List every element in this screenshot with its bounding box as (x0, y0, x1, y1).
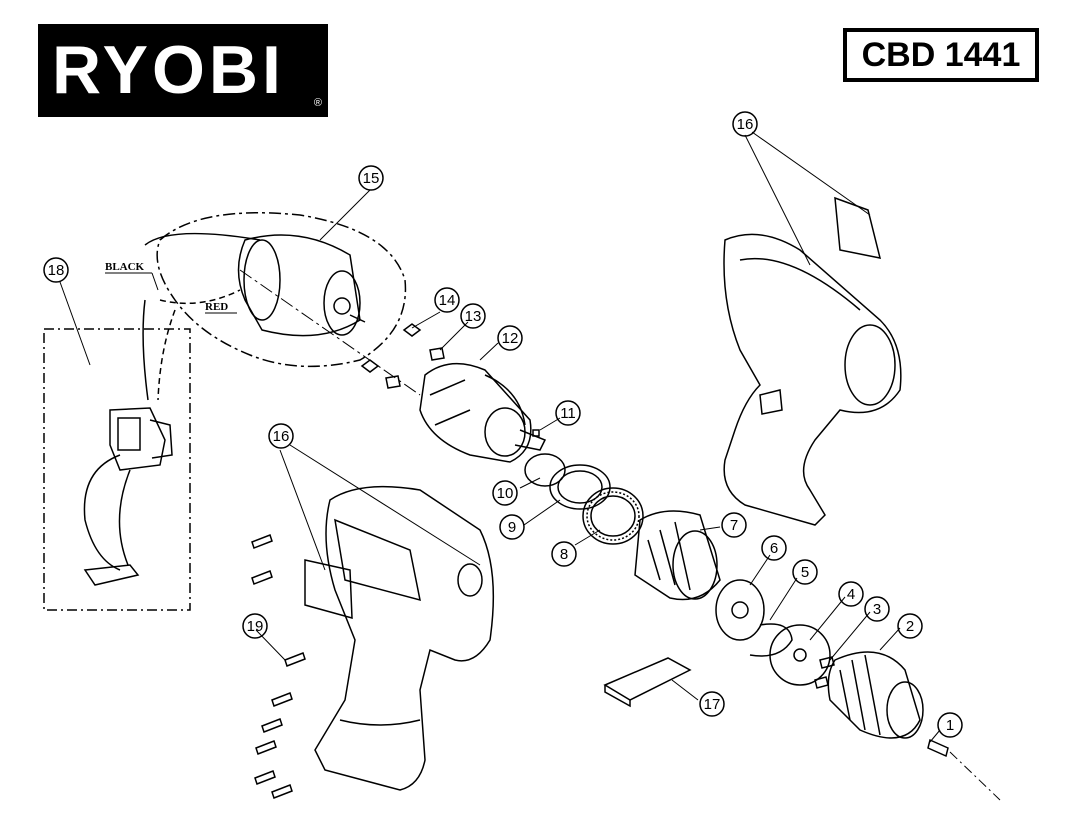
part-17-clip (603, 657, 692, 708)
svg-text:15: 15 (363, 170, 380, 187)
callout-19: 19 (242, 613, 268, 639)
callout-numbers: 1 2 3 4 5 6 7 8 9 10 11 12 13 14 15 16 1… (43, 111, 963, 738)
callout-16-top: 16 (732, 111, 758, 137)
wire-label-black: BLACK (105, 261, 145, 273)
svg-text:17: 17 (704, 696, 721, 713)
part-19-screws (251, 534, 306, 799)
svg-text:5: 5 (801, 564, 809, 581)
part-18-switch (43, 299, 191, 611)
leader-lines (59, 131, 941, 743)
svg-text:16: 16 (273, 428, 290, 445)
callout-7: 7 (721, 512, 747, 538)
svg-text:14: 14 (439, 292, 456, 309)
callout-14: 14 (434, 287, 460, 313)
part-12-gearbox (419, 362, 547, 463)
part-8-ring (582, 487, 644, 545)
callout-16-left: 16 (268, 423, 294, 449)
svg-text:3: 3 (873, 601, 881, 618)
parts-13-14-screws (360, 323, 445, 389)
svg-text:10: 10 (497, 485, 514, 502)
svg-text:9: 9 (508, 519, 516, 536)
callout-12: 12 (497, 325, 523, 351)
brand-name: RYOBI (52, 32, 285, 108)
callout-1: 1 (937, 712, 963, 738)
parts-9-10-rings (524, 453, 611, 510)
part-15-motor (144, 212, 421, 396)
callout-11: 11 (555, 400, 581, 426)
part-16-housing-left (304, 485, 495, 791)
svg-text:18: 18 (48, 262, 65, 279)
svg-text:16: 16 (737, 116, 754, 133)
svg-text:6: 6 (770, 540, 778, 557)
svg-text:13: 13 (465, 308, 482, 325)
wire-label-red: RED (205, 301, 228, 313)
svg-text:2: 2 (906, 618, 914, 635)
callout-10: 10 (492, 480, 518, 506)
parts-3-6-plates (715, 579, 835, 689)
callout-17: 17 (699, 691, 725, 717)
svg-text:12: 12 (502, 330, 519, 347)
callout-6: 6 (761, 535, 787, 561)
wire-labels: BLACK RED (105, 261, 228, 313)
callout-18: 18 (43, 257, 69, 283)
svg-text:1: 1 (946, 717, 954, 734)
model-number: CBD 1441 (843, 28, 1039, 82)
part-1-screw (927, 738, 1001, 801)
callout-15: 15 (358, 165, 384, 191)
registered-mark: ® (313, 97, 322, 109)
svg-text:8: 8 (560, 546, 568, 563)
callout-2: 2 (897, 613, 923, 639)
svg-text:4: 4 (847, 586, 855, 603)
part-7-clutch-housing (634, 510, 721, 601)
callout-9: 9 (499, 514, 525, 540)
callout-4: 4 (838, 581, 864, 607)
callout-5: 5 (792, 559, 818, 585)
svg-text:19: 19 (247, 618, 264, 635)
svg-text:11: 11 (560, 405, 576, 422)
svg-text:7: 7 (730, 517, 738, 534)
part-16-housing-right (723, 196, 902, 526)
ryobi-logo: RYOBI ® (38, 24, 328, 117)
callout-13: 13 (460, 303, 486, 329)
callout-3: 3 (864, 596, 890, 622)
part-2-chuck (827, 651, 924, 739)
callout-8: 8 (551, 541, 577, 567)
